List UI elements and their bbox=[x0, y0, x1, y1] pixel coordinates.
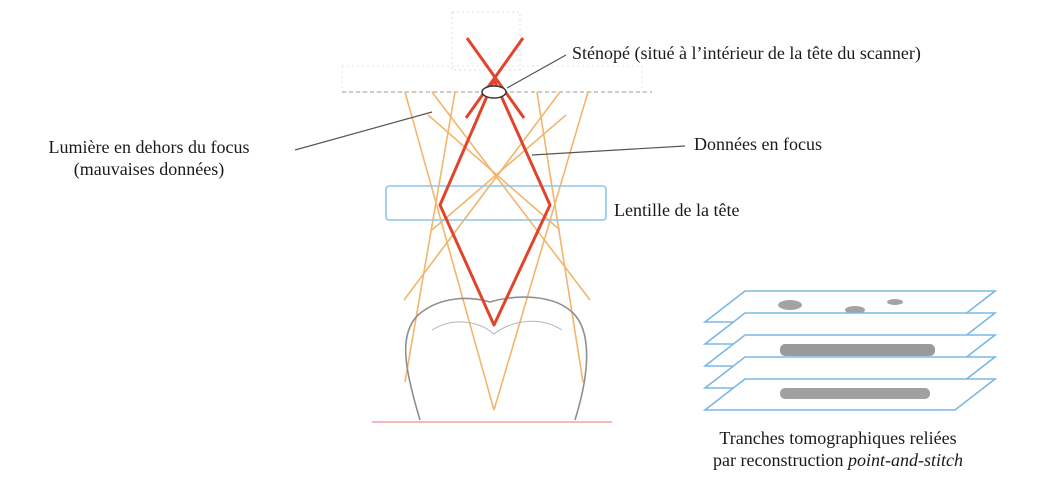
pinhole bbox=[481, 85, 507, 99]
out-of-focus-label-line2: (mauvaises données) bbox=[73, 159, 225, 179]
slices-label-line2-prefix: par reconstruction bbox=[713, 450, 848, 470]
slices-label-line2: par reconstruction point-and-stitch bbox=[668, 449, 1008, 471]
pinhole-label: Sténopé (situé à l’intérieur de la tête … bbox=[572, 43, 921, 63]
out-of-focus-label: Lumière en dehors du focus (mauvaises do… bbox=[10, 136, 288, 180]
in-focus-label: Données en focus bbox=[694, 134, 822, 154]
tooth-outline bbox=[404, 296, 588, 421]
out-of-focus-label-line1: Lumière en dehors du focus bbox=[48, 137, 250, 157]
head-lens-label: Lentille de la tête bbox=[614, 200, 740, 220]
slices-label-line2-italic: point-and-stitch bbox=[847, 450, 963, 470]
leader-lines bbox=[294, 54, 686, 156]
in-focus-rays bbox=[438, 37, 552, 327]
head-lens bbox=[385, 185, 607, 221]
slices-label-line1: Tranches tomographiques reliées bbox=[719, 428, 957, 448]
out-of-focus-rays bbox=[403, 91, 591, 411]
slice-5 bbox=[702, 378, 998, 411]
slices-label: Tranches tomographiques reliées par reco… bbox=[668, 427, 1008, 471]
tomographic-slices bbox=[702, 290, 998, 411]
tooth-inner-line bbox=[431, 320, 563, 335]
scanner-head-faint-box bbox=[451, 11, 521, 71]
